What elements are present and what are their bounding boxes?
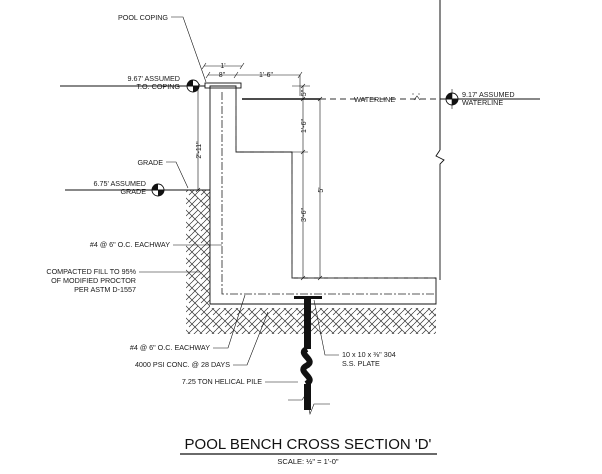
coping-elevation-1: 9.67' ASSUMED (127, 74, 180, 83)
grade-elevation-2: GRADE (120, 187, 146, 196)
pool-coping-label: POOL COPING (118, 13, 168, 22)
helical-pile (288, 296, 330, 416)
waterline-elevation-marker (445, 89, 459, 109)
soil-hatch (186, 190, 436, 334)
rebar-wall (221, 92, 436, 295)
grade-elevation-1: 6.75' ASSUMED (93, 179, 146, 188)
pool-coping-leader (171, 16, 207, 83)
dim-water-depth: 5' (318, 187, 325, 192)
dim-bench-to-floor: 3'-6" (301, 208, 308, 222)
break-line (435, 149, 445, 280)
grade-label: GRADE (137, 158, 163, 167)
plate-label-2: S.S. PLATE (342, 359, 380, 368)
fill-label-2: OF MODIFIED PROCTOR (51, 276, 136, 285)
dim-water-to-bench: 1'-6" (301, 119, 308, 133)
dim-vertical (236, 83, 323, 281)
dim-wall-above-grade: 2'-11" (196, 141, 203, 159)
rebar-wall-label: #4 @ 6" O.C. EACHWAY (90, 240, 170, 249)
water-symbol-icon (412, 93, 421, 101)
plate-label-1: 10 x 10 x ⅜" 304 (342, 350, 396, 359)
dim-wall-width: 8" (219, 72, 226, 79)
dim-horizontal (201, 62, 303, 96)
fill-label-1: COMPACTED FILL TO 95% (46, 267, 136, 276)
coping-elevation-marker (186, 79, 200, 93)
pool-coping (204, 82, 242, 89)
grade-leader (166, 161, 189, 189)
waterline-elevation-2: WATERLINE (462, 98, 503, 107)
fill-label-3: PER ASTM D-1557 (74, 285, 136, 294)
concrete-shell (209, 85, 437, 305)
pile-label: 7.25 TON HELICAL PILE (182, 377, 262, 386)
dim-bench-width: 1'-6" (259, 72, 273, 79)
waterline-label: WATERLINE (354, 95, 395, 104)
dim-coping-to-water: 5" (301, 89, 308, 96)
drawing-scale: SCALE: ½" = 1'-0" (277, 457, 338, 466)
drawing-title: POOL BENCH CROSS SECTION 'D' (185, 436, 432, 453)
pool-inner-finish (235, 100, 436, 279)
grade-elevation-marker (151, 183, 165, 197)
waterline-elevation-1: 9.17' ASSUMED (462, 90, 515, 99)
dim-coping-width: 1' (220, 63, 225, 70)
rebar-slab-label: #4 @ 6" O.C. EACHWAY (130, 343, 210, 352)
coping-elevation-2: T.O. COPING (136, 82, 180, 91)
concrete-label: 4000 PSI CONC. @ 28 DAYS (135, 360, 230, 369)
